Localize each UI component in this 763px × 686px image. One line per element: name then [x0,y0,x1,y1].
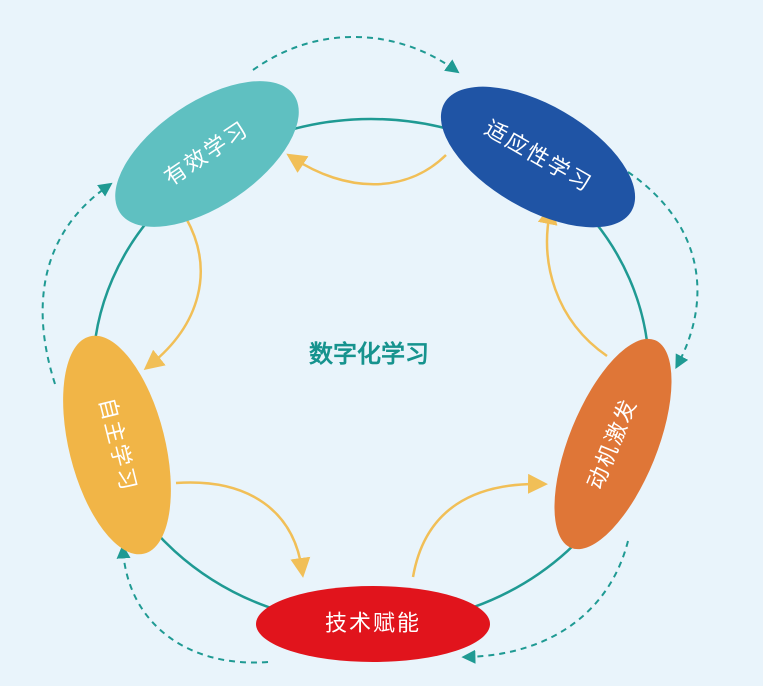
inner-arrow-adaptive-to-effective [286,153,447,186]
node-tech-label: 技术赋能 [325,612,421,637]
inner-arrow-effective-to-self [143,217,202,371]
inner-arrow-tech-to-motivation [411,473,548,578]
dashed-arrow-tech-to-self [116,544,269,664]
node-effective-shape [115,81,299,227]
dashed-arrow-motivation-to-tech [461,540,629,664]
node-effective-learning: 有效学习 [115,81,299,227]
node-tech-shape [256,586,490,662]
node-self-shape [63,335,171,555]
node-motivation-shape [554,338,672,550]
inner-arrow-motivation-to-adaptive [537,204,608,358]
dashed-arrow-effective-to-adaptive [252,36,460,74]
dashed-arrow-self-to-effective [41,182,113,385]
node-self-directed: 自主学习 [63,335,171,555]
dashed-arrow-adaptive-to-motivation [627,171,699,369]
inner-arrow-self-to-tech [175,481,311,578]
node-tech-empowerment: 技术赋能 [256,586,490,662]
node-adaptive-learning: 适应性学习 [440,86,636,228]
node-motivation: 动机激发 [554,338,672,550]
node-adaptive-shape [440,86,636,228]
center-title: 数字化学习 [309,340,429,368]
